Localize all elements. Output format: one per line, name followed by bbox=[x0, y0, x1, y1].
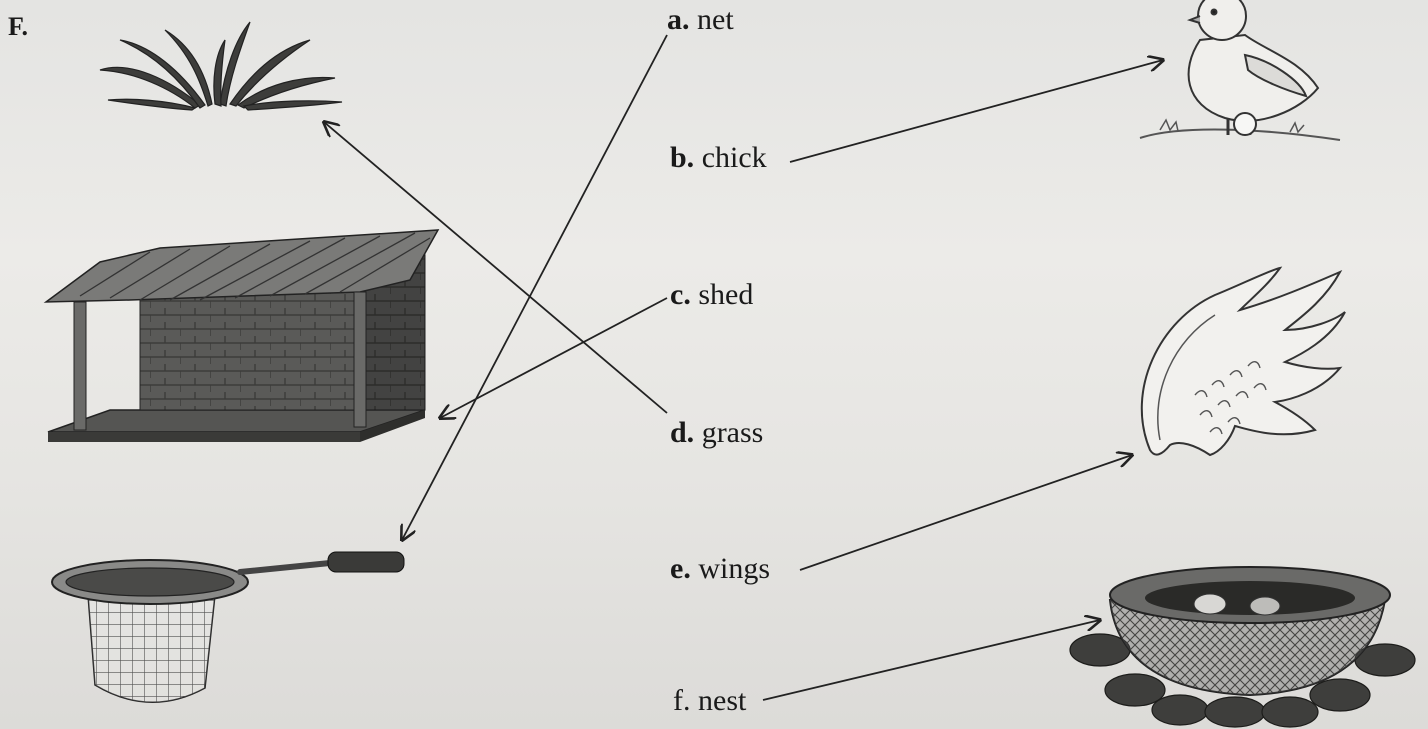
item-b-letter: b. bbox=[670, 141, 695, 174]
item-c: c. shed bbox=[670, 278, 753, 312]
exercise-label: F. bbox=[8, 12, 28, 41]
item-b: b. chick bbox=[670, 141, 767, 175]
nest-picture bbox=[1069, 566, 1416, 728]
match-line-shed bbox=[440, 297, 668, 418]
chick-picture bbox=[1139, 0, 1341, 141]
match-line-wings bbox=[799, 455, 1132, 571]
item-f-letter: f. bbox=[673, 684, 691, 717]
item-a: a. net bbox=[667, 3, 734, 37]
item-f: f. nest bbox=[673, 684, 746, 718]
grass-picture bbox=[99, 21, 343, 111]
match-line-nest bbox=[762, 620, 1100, 701]
item-b-word: chick bbox=[701, 141, 767, 174]
matching-lines bbox=[324, 34, 1163, 701]
item-c-word: shed bbox=[698, 278, 754, 311]
item-f-word: nest bbox=[698, 684, 747, 717]
match-line-grass bbox=[324, 122, 668, 414]
match-line-chick bbox=[789, 60, 1163, 163]
item-d-word: grass bbox=[701, 416, 764, 449]
item-d-letter: d. bbox=[670, 416, 695, 449]
match-line-net bbox=[402, 34, 668, 540]
wings-picture bbox=[1140, 266, 1346, 457]
item-e-letter: e. bbox=[670, 552, 691, 585]
item-e: e. wings bbox=[670, 552, 770, 586]
item-d: d. grass bbox=[670, 416, 763, 450]
item-e-word: wings bbox=[698, 552, 771, 585]
item-a-letter: a. bbox=[667, 3, 690, 36]
item-a-word: net bbox=[697, 3, 734, 36]
net-picture bbox=[51, 551, 405, 703]
shed-picture bbox=[43, 229, 440, 442]
item-c-letter: c. bbox=[670, 278, 691, 311]
